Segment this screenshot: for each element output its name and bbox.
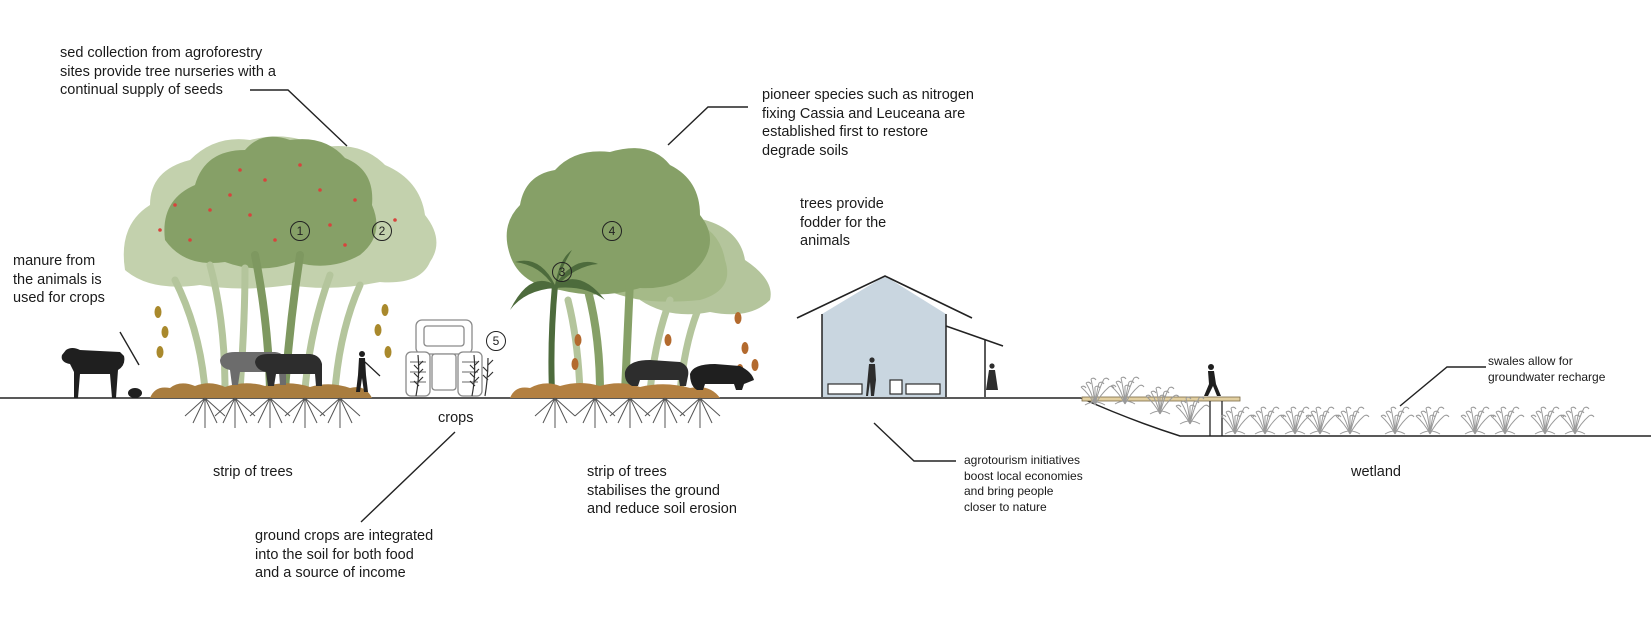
cows-under-trees — [220, 352, 322, 386]
wetland-plant-clump — [1530, 406, 1565, 435]
canopy-dark-1 — [164, 136, 377, 269]
marker-1: 1 — [290, 221, 310, 241]
pig-2 — [690, 364, 754, 390]
wetland-plant-clump — [1305, 406, 1340, 435]
wetland-plant-clump — [1280, 406, 1315, 435]
cow-silhouette — [61, 348, 125, 398]
boardwalk — [1081, 396, 1241, 436]
wetland-plant-clump — [1460, 406, 1495, 435]
mulch-1 — [150, 383, 372, 398]
wetland-plant-clump — [1560, 406, 1595, 435]
annotation-manure: manure from the animals is used for crop… — [13, 253, 105, 306]
annotation-pioneer-species: pioneer species such as nitrogen fixing … — [762, 87, 974, 159]
label-crops: crops — [438, 410, 474, 426]
annotation-fodder: trees provide fodder for the animals — [800, 196, 887, 249]
label-strip-of-trees-2: strip of trees stabilises the ground and… — [587, 464, 737, 517]
wetland-plants — [1080, 376, 1595, 435]
wetland-plant-clump — [1335, 406, 1370, 435]
wetland-plant-clump — [1250, 406, 1285, 435]
wheat-crops — [413, 354, 494, 397]
mulch-2 — [510, 383, 720, 398]
label-strip-of-trees-1: strip of trees — [213, 464, 293, 480]
marker-5: 5 — [486, 331, 506, 351]
wetland-plant-clump — [1110, 376, 1145, 405]
leader-lines — [119, 89, 1486, 523]
marker-3: 3 — [552, 262, 572, 282]
wetland-plant-clump — [1415, 406, 1450, 435]
farmer-with-hoe — [356, 351, 381, 392]
barn — [796, 275, 1004, 397]
tree-strip-1 — [123, 136, 437, 428]
pig-1 — [624, 360, 689, 386]
manure-pile — [128, 388, 142, 398]
marker-2: 2 — [372, 221, 392, 241]
walking-person — [1204, 364, 1221, 396]
annotation-agrotourism: agrotourism initiatives boost local econ… — [964, 453, 1083, 514]
annotation-ground-crops: ground crops are integrated into the soi… — [255, 528, 434, 581]
label-wetland: wetland — [1351, 464, 1401, 480]
annotation-seed-collection: sed collection from agroforestry sites p… — [60, 45, 276, 98]
wetland-plant-clump — [1220, 406, 1255, 435]
wetland-plant-clump — [1175, 396, 1210, 425]
tree-strip-2 — [506, 148, 771, 428]
wetland-plant-clump — [1145, 386, 1180, 415]
wetland-plant-clump — [1490, 406, 1525, 435]
wetland-plant-clump — [1380, 406, 1415, 435]
annotation-swales: swales allow for groundwater recharge — [1488, 354, 1606, 384]
tractor-outline — [405, 319, 483, 397]
wetland-ground-line — [1080, 397, 1651, 437]
marker-4: 4 — [602, 221, 622, 241]
